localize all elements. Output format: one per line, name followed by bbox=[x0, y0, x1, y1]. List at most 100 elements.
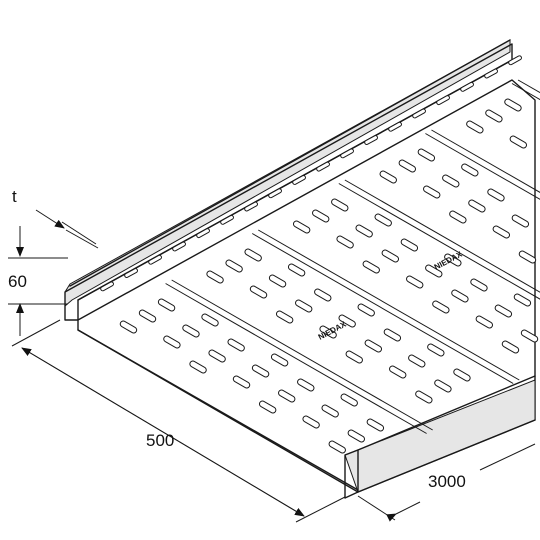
wall-slot bbox=[292, 175, 306, 185]
perforation-slot bbox=[251, 364, 270, 378]
perforation-slot bbox=[504, 98, 522, 112]
perforation-slot bbox=[312, 209, 330, 223]
perforation-slot bbox=[415, 390, 433, 404]
perforation-slot bbox=[470, 278, 488, 292]
perforation-slot bbox=[357, 303, 375, 317]
floor-ribs bbox=[165, 79, 540, 434]
perforation-slot bbox=[432, 300, 450, 314]
perforation-slot bbox=[449, 210, 467, 224]
perforation-slot bbox=[383, 328, 402, 342]
perforation-slot bbox=[275, 310, 294, 324]
perforation-slot bbox=[345, 350, 363, 364]
perforation-slot bbox=[501, 340, 520, 354]
perforation-slot bbox=[232, 375, 251, 389]
perforation-slot bbox=[427, 343, 445, 357]
perforation-slot bbox=[379, 170, 397, 184]
front-side-wall bbox=[344, 375, 536, 499]
floor-rib-line bbox=[171, 279, 433, 431]
floor-rib-line bbox=[431, 129, 540, 193]
perforation-slot bbox=[408, 354, 426, 368]
perforation-slot bbox=[268, 274, 287, 288]
perforation-slot bbox=[492, 225, 511, 239]
perforation-slot bbox=[258, 400, 277, 414]
floor-rib-line bbox=[251, 233, 514, 384]
wall-slot bbox=[364, 135, 378, 145]
perforation-slot bbox=[336, 235, 354, 249]
perforation-slot bbox=[425, 264, 443, 278]
perforation-slot bbox=[468, 199, 486, 213]
perforation-slot bbox=[338, 314, 356, 328]
width-label: 500 bbox=[146, 431, 174, 450]
wall-slot bbox=[460, 81, 474, 92]
wall-slot bbox=[316, 161, 330, 172]
perforation-slot bbox=[518, 250, 537, 264]
wall-slot bbox=[388, 121, 402, 132]
perforation-slot bbox=[417, 148, 436, 162]
length-label: 3000 bbox=[428, 472, 466, 491]
perforation-slot bbox=[509, 135, 528, 149]
wall-slot bbox=[268, 188, 282, 199]
perforation-slot bbox=[331, 198, 349, 212]
length-dimension: 3000 bbox=[357, 443, 536, 522]
perforation-slot bbox=[423, 185, 441, 199]
perforation-slot bbox=[321, 404, 339, 418]
perforation-slot bbox=[206, 270, 224, 284]
height-dimension: 60 bbox=[8, 226, 68, 336]
perforation-slot bbox=[163, 335, 181, 349]
perforation-slot bbox=[119, 320, 138, 334]
perforation-slot bbox=[389, 365, 407, 379]
thickness-label: t bbox=[12, 187, 17, 206]
perforation-slot bbox=[355, 224, 373, 238]
perforation-slot bbox=[434, 379, 452, 393]
perforation-slot bbox=[314, 288, 332, 302]
side-wall-slots bbox=[100, 55, 522, 292]
perforation-slot bbox=[347, 429, 366, 443]
wall-slot bbox=[508, 55, 522, 66]
perforation-slot bbox=[157, 298, 176, 312]
perforation-slot bbox=[182, 324, 200, 338]
perforation-slot bbox=[292, 220, 311, 234]
floor-rib-line bbox=[165, 283, 427, 434]
perforation-slot bbox=[451, 289, 469, 303]
perforation-slot bbox=[208, 349, 226, 363]
wall-slot bbox=[100, 281, 114, 292]
floor-rib-line bbox=[517, 79, 540, 94]
perforation-slot bbox=[400, 238, 419, 252]
floor-rib-line bbox=[258, 229, 520, 381]
floor-rib-line bbox=[344, 179, 540, 293]
perforation-slot bbox=[485, 109, 503, 123]
perforation-slot bbox=[381, 249, 400, 263]
perforation-slot bbox=[398, 159, 417, 173]
floor-perforations bbox=[119, 98, 539, 454]
perforation-slot bbox=[319, 325, 337, 339]
perforation-slot bbox=[466, 120, 484, 134]
perforation-slot bbox=[225, 259, 243, 273]
perforation-slot bbox=[278, 389, 296, 403]
perforation-slot bbox=[366, 418, 385, 432]
perforation-slot bbox=[475, 315, 494, 329]
wall-slot bbox=[220, 214, 234, 225]
perforation-slot bbox=[511, 214, 530, 228]
wall-slot bbox=[412, 108, 426, 119]
perforation-slot bbox=[444, 253, 462, 267]
wall-slot bbox=[124, 268, 138, 278]
perforation-slot bbox=[287, 263, 306, 277]
perforation-slot bbox=[340, 393, 358, 407]
perforation-slot bbox=[244, 248, 262, 262]
perforation-slot bbox=[406, 275, 424, 289]
width-dimension: 500 bbox=[11, 319, 346, 523]
perforation-slot bbox=[520, 329, 539, 343]
height-label: 60 bbox=[8, 272, 27, 291]
perforation-slot bbox=[328, 440, 346, 454]
thickness-dimension: t bbox=[12, 187, 99, 249]
perforation-slot bbox=[270, 353, 289, 367]
perforation-slot bbox=[374, 213, 392, 227]
perforation-slot bbox=[487, 188, 505, 202]
floor-rib-line bbox=[425, 133, 540, 200]
perforation-slot bbox=[302, 415, 320, 429]
perforation-slot bbox=[201, 313, 219, 327]
perforation-slot bbox=[364, 339, 383, 353]
perforation-slot bbox=[227, 338, 245, 352]
perforation-slot bbox=[295, 299, 313, 313]
